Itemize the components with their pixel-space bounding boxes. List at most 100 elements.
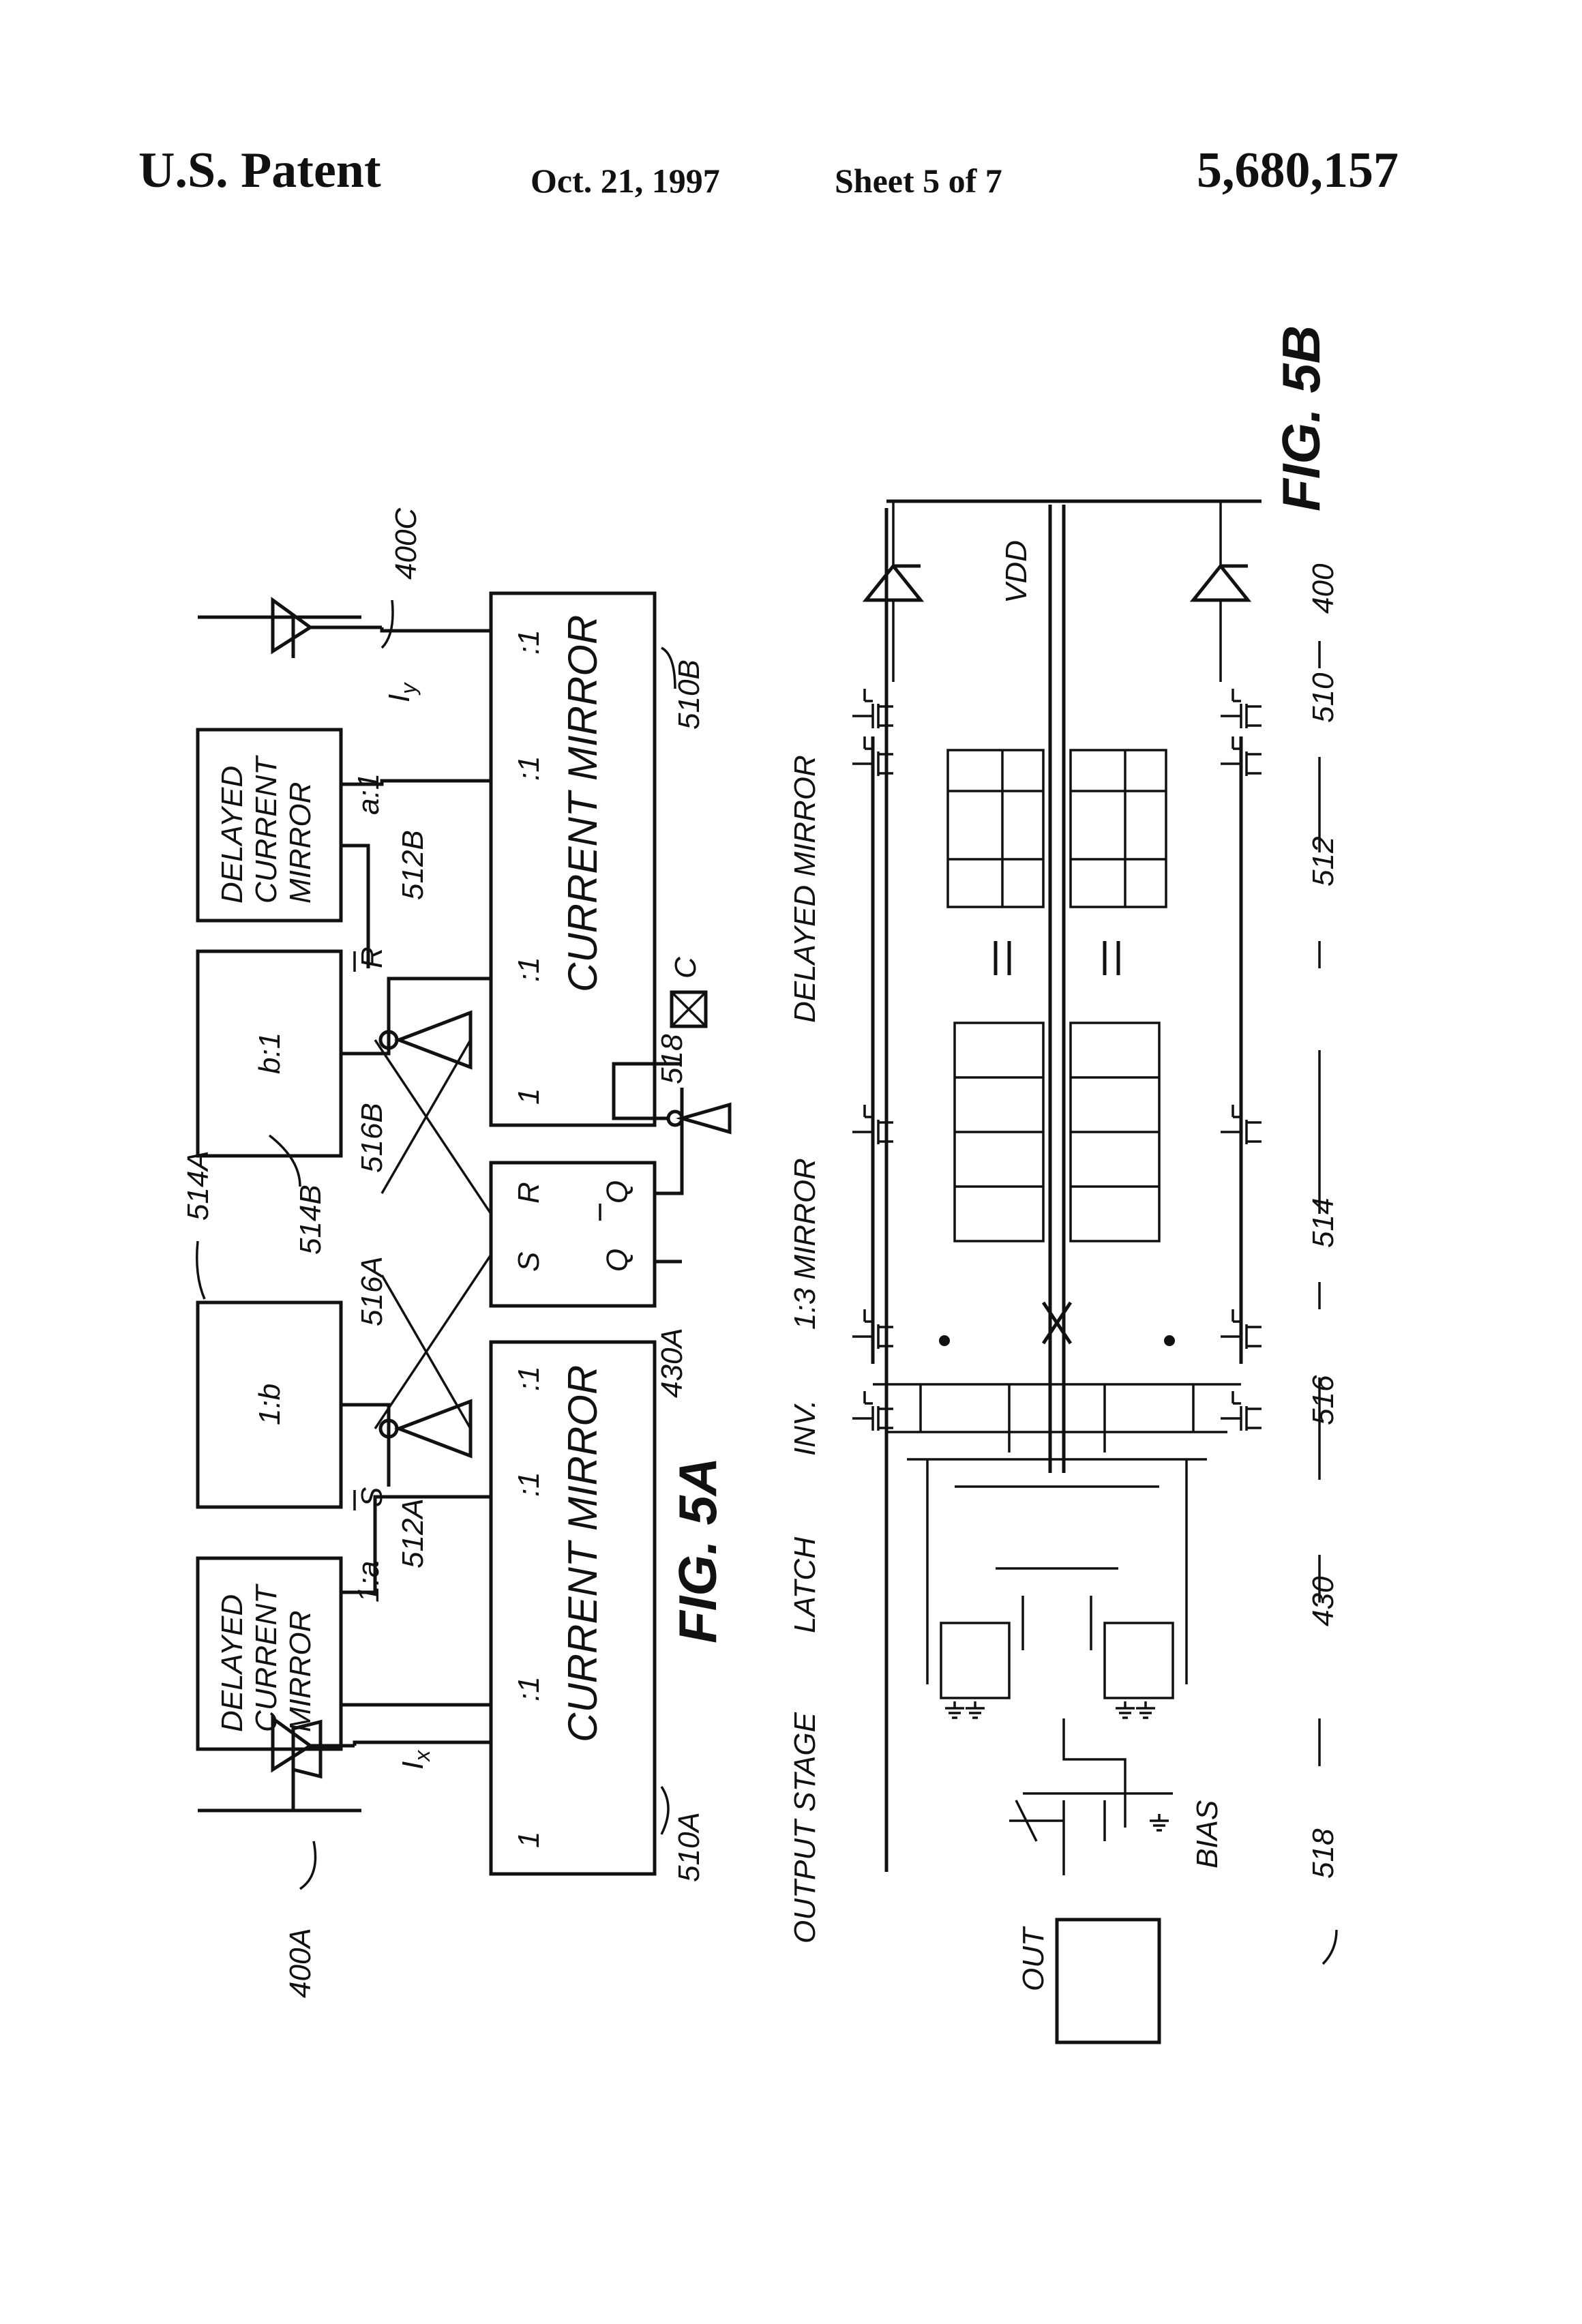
output-pin-c-cross [670,991,707,1028]
stage-label-2: INV. [788,1400,822,1456]
cm-510a-port-1: 1 [512,1832,546,1848]
ff-qbar: Q [601,1180,634,1204]
inverter-516a-bubble [378,1418,399,1439]
diode-top-b [1189,563,1252,602]
stage-ref-400: 400 [1307,563,1340,614]
mirror-cross [1041,1301,1073,1345]
ratio-b1: b:1 [253,1032,286,1074]
delayed-mirror-cell-wiring [948,750,1166,907]
cm-510a-port-4: :1 [512,1366,546,1391]
sheet-number: Sheet 5 of 7 [835,162,1002,200]
figure-5a: Ix 400A Iy 400C CURRENT MIRROR 1 :1 :1 :… [181,507,732,1998]
dcm-512a-l1: DELAYED [215,1594,249,1732]
label-ix: Ix [396,1750,434,1770]
fig-5b-caption: FIG. 5B [1271,325,1331,511]
ref-516b: 516B [355,1103,389,1173]
patent-number: 5,680,157 [1197,143,1399,198]
leader-400c [380,599,394,649]
stage-label-4: DELAYED MIRROR [788,755,822,1023]
mirror-13-cell-wiring [955,1076,1159,1188]
bias-label: BIAS [1191,1800,1224,1868]
ref-430a: 430A [655,1328,689,1398]
ratio-a1: a:1 [352,773,385,815]
dcm-512a-l3: MIRROR [284,1611,317,1732]
label-iy: Iy [383,682,421,702]
ratio-1b: 1:b [253,1384,286,1425]
stage-label-3: 1:3 MIRROR [788,1158,822,1330]
dcm-512b-l2: CURRENT [250,755,283,904]
ref-512a: 512A [396,1498,430,1568]
current-mirror-510a [489,1340,657,1876]
leader-400a [299,1841,317,1890]
inverter-stage-wiring [873,1383,1241,1452]
label-s-bar: S [355,1487,389,1507]
latch-cell-a [940,1622,1011,1699]
patent-label: U.S. Patent [138,143,381,198]
cm-510a-port-2: :1 [512,1676,546,1701]
delay-capacitors [994,941,1120,975]
ref-510b: 510B [672,659,706,730]
ref-514b: 514B [294,1185,327,1255]
sensor-400c [271,597,491,655]
ref-400a: 400A [284,1928,317,1998]
diode-top-a [862,563,925,602]
node-dot-a [939,1335,950,1346]
dcm-512a-l2: CURRENT [250,1583,283,1732]
ref-518: 518 [655,1034,689,1084]
dcm-512b-l3: MIRROR [284,782,317,904]
output-pin-c [670,990,708,1028]
stage-ref-514: 514 [1307,1198,1340,1248]
signal-buses [871,736,1243,1364]
output-stage-wiring [1009,1718,1173,1875]
stage-label-1: LATCH [788,1537,822,1633]
vdd-label: VDD [1000,540,1033,604]
ix-line [271,1715,491,1773]
delayed-current-mirror-512a [196,1556,343,1751]
transistor-array [851,687,1263,1432]
delayed-current-mirror-512b [196,728,343,923]
cm-510b-port-4: :1 [512,629,546,655]
ref-510a: 510A [672,1812,706,1882]
current-mirror-510b [489,591,657,1127]
stage-ref-512: 512 [1307,837,1340,887]
inverter-518-wire [612,1062,682,1120]
inverter-518 [675,1102,732,1135]
delayed-mirror-cell-b [1069,749,1167,908]
cm-510b-label: CURRENT MIRROR [560,615,606,992]
out-box [1055,1918,1161,2044]
ratio-1a: 1:a [352,1561,385,1603]
figure-5b: VDD [788,325,1340,2044]
ref-512b: 512B [396,830,430,900]
sr-flipflop-430a [489,1161,657,1308]
cm-510b-port-1: 1 [512,1088,546,1105]
stage-ref-510: 510 [1307,672,1340,723]
output-pmos-gate [1015,1800,1038,1842]
ref-400c: 400C [389,507,423,580]
patent-date: Oct. 21, 1997 [531,162,720,200]
leader-514a [196,1240,206,1300]
diode-wires [892,501,1222,682]
latch-cell-b [1103,1622,1174,1699]
delayed-mirror-cell-a [946,749,1045,908]
label-c: C [669,956,702,979]
ff-q: Q [601,1249,634,1272]
cm-510a-port-3: :1 [512,1472,546,1497]
fig-5a-caption: FIG. 5A [668,1457,728,1643]
out-label: OUT [1017,1926,1050,1991]
mirror-wires [341,779,491,1707]
ff-s: S [512,1252,546,1272]
latch-wiring [907,1458,1207,1684]
ref-514a: 514A [181,1150,215,1221]
inverter-516b-bubble [378,1030,399,1050]
stage-ref-430: 430 [1307,1576,1340,1626]
vdd-rails [884,499,1262,1872]
stage-ref-518: 518 [1307,1828,1340,1879]
dcm-512b-l1: DELAYED [215,766,249,904]
page-header: U.S. Patent Oct. 21, 1997 Sheet 5 of 7 5… [0,0,1582,225]
node-dot-b [1164,1335,1175,1346]
leader-510b [661,646,676,689]
input-bus-lines [198,615,361,1813]
cm-510b-port-3: :1 [512,756,546,781]
ff-r: R [512,1182,546,1204]
